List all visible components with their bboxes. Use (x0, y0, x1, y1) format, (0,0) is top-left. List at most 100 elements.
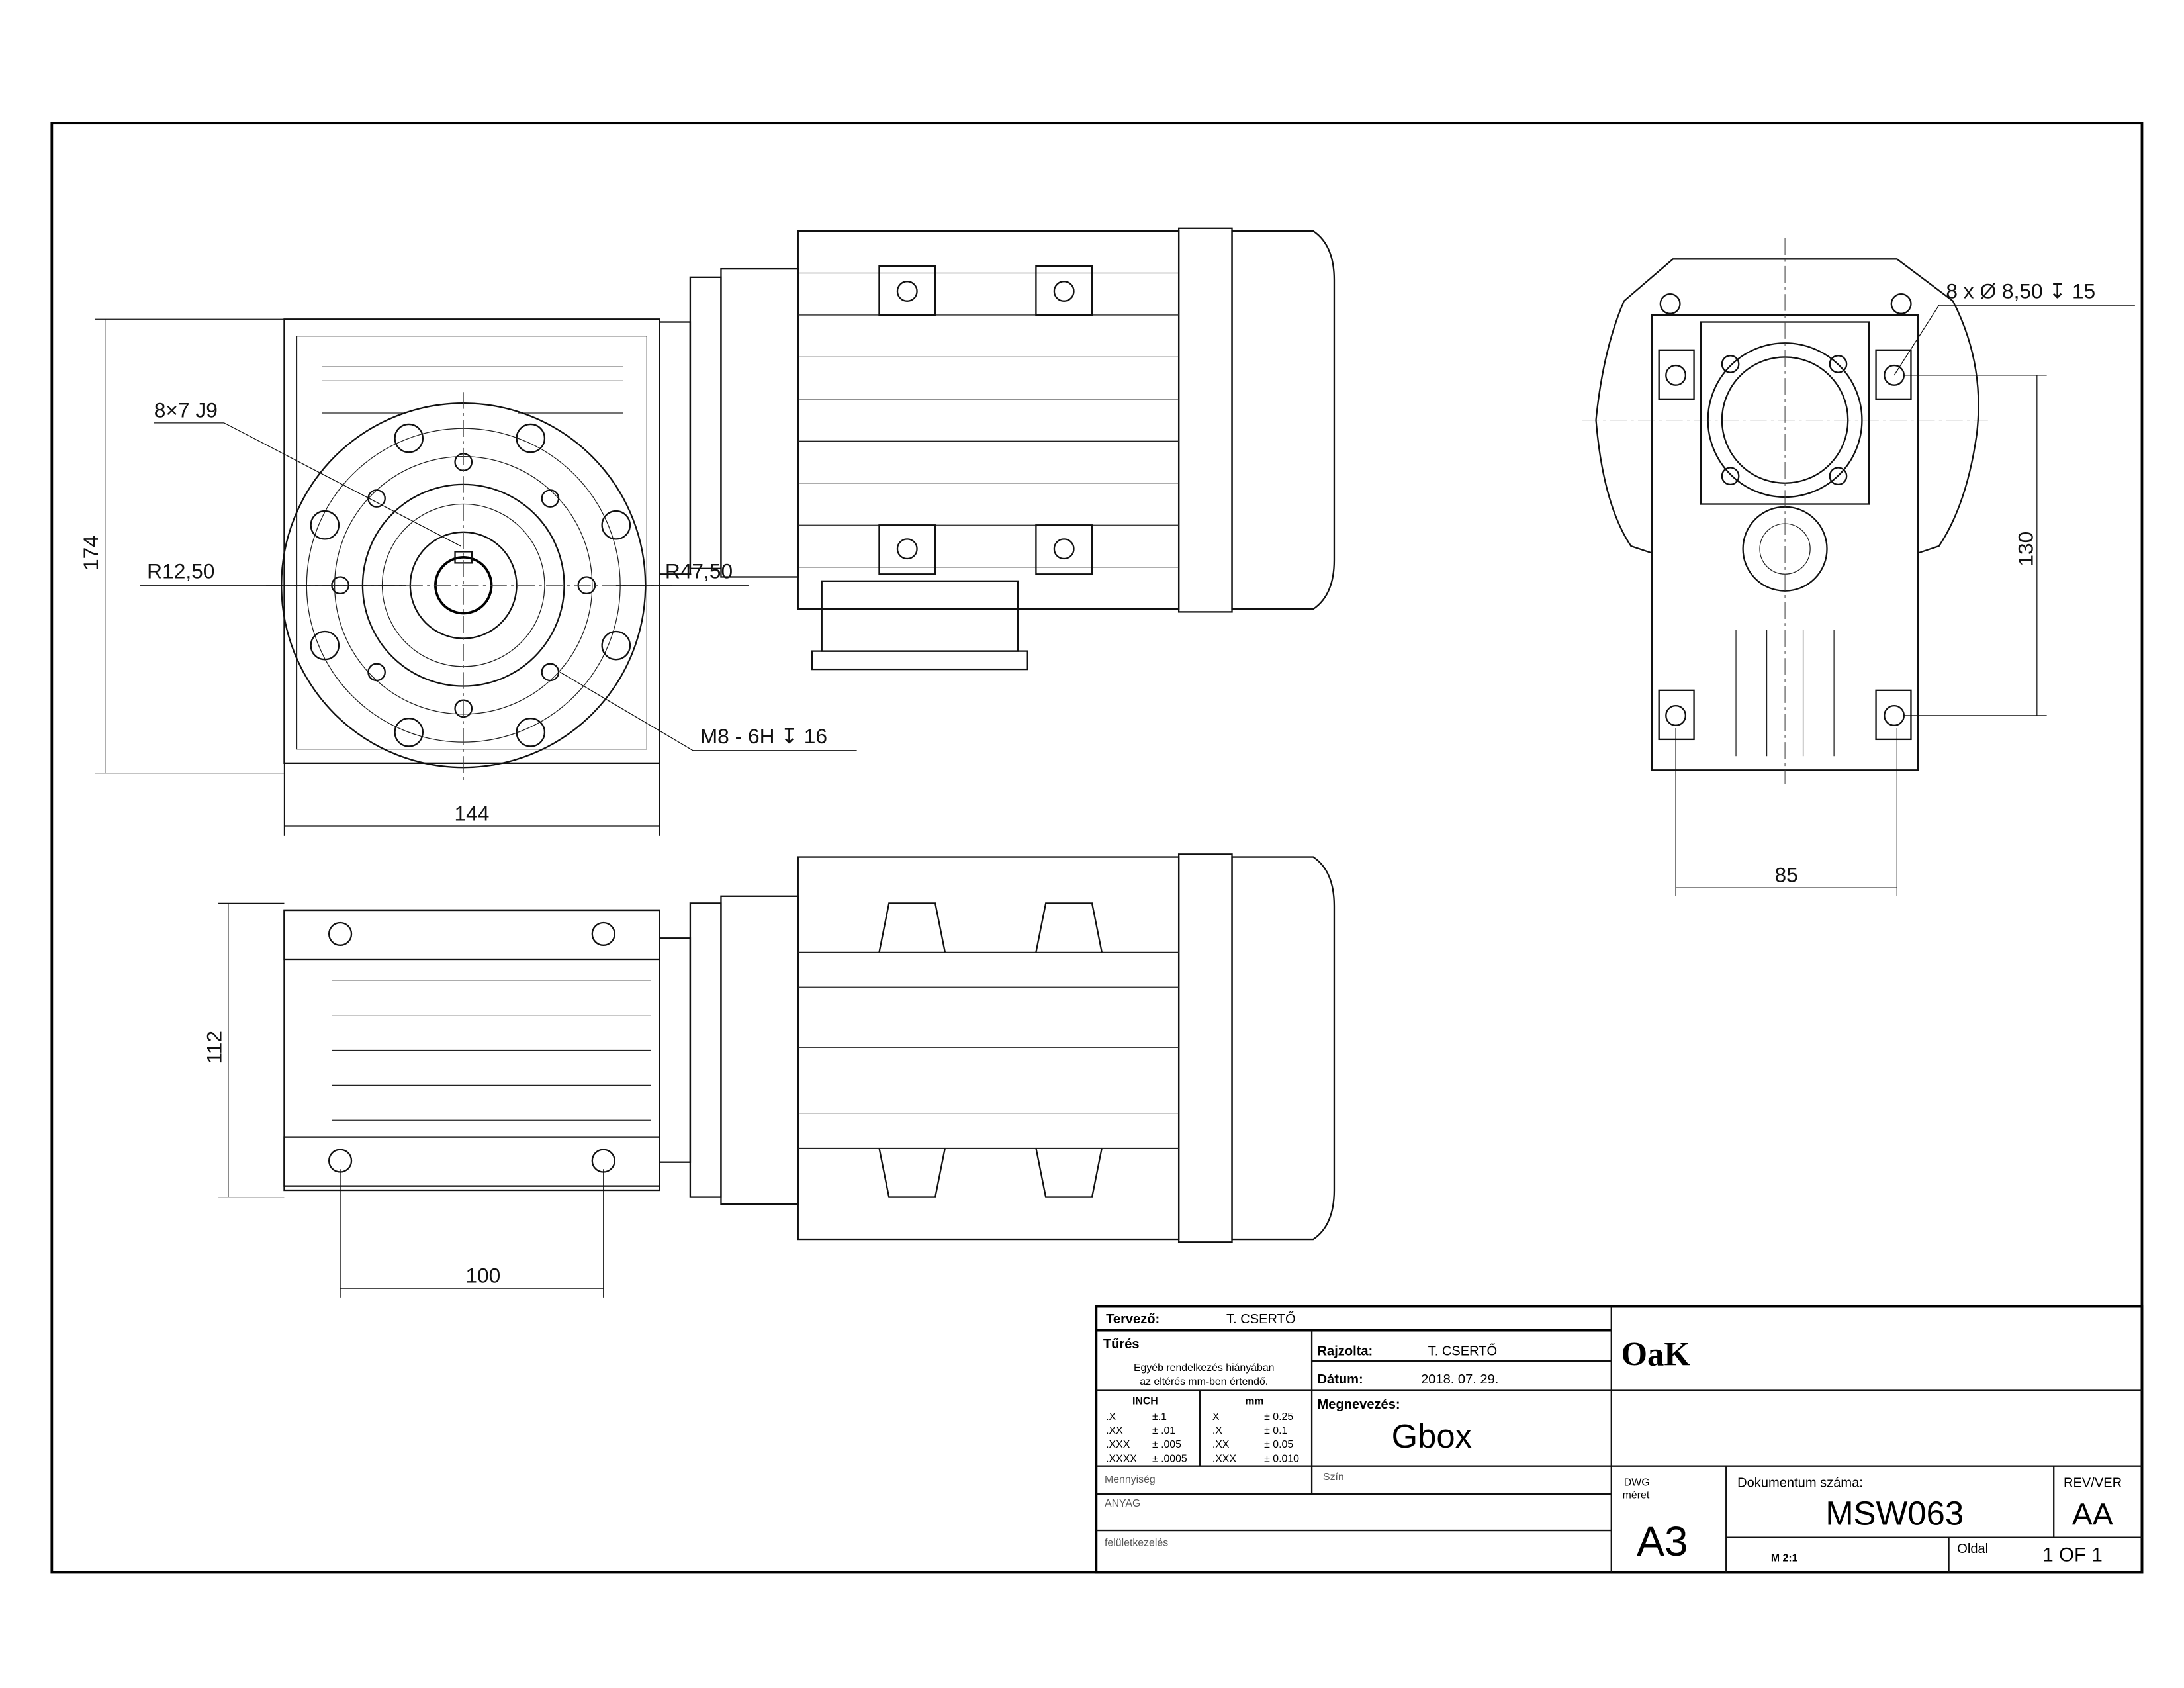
drawing-line (821, 580, 1019, 652)
drawing-line (1829, 467, 1848, 486)
company-logo: OaK (1621, 1335, 1691, 1372)
side-view (1582, 238, 1988, 784)
drawing-line (601, 510, 631, 540)
tolerance-cell: .XXX (1212, 1453, 1237, 1464)
drawing-line (1177, 853, 1233, 1243)
tolerance-cell: ±.1 (1152, 1411, 1167, 1423)
drawing-line (1829, 355, 1848, 373)
drawing-line (720, 895, 799, 1205)
drawn-by-label: Rajzolta: (1318, 1344, 1373, 1359)
drawing-line (896, 538, 918, 560)
drawing-line (659, 937, 692, 1163)
dim-side-holes: 8 x Ø 8,50 ↧ 15 (1946, 279, 2095, 303)
drawing-line (1035, 1148, 1103, 1198)
drawing-line (1595, 258, 1979, 771)
sheet: 1 OF 1 (2042, 1544, 2103, 1566)
drawing-line (601, 630, 631, 661)
tolerance-cell: ± .01 (1152, 1425, 1175, 1436)
inch-tolerance-table: .X±.1 .XX± .01 .XXX± .005 .XXXX± .0005 (1106, 1411, 1187, 1464)
drawing-line (1035, 524, 1093, 575)
dwg-size: A3 (1637, 1519, 1688, 1565)
drawing-line (310, 510, 340, 540)
rev: AA (2072, 1497, 2113, 1532)
tolerance-cell: ± 0.010 (1264, 1453, 1299, 1464)
front-view (265, 318, 672, 784)
part-name: Gbox (1392, 1417, 1472, 1455)
tolerance-cell: ± .005 (1152, 1439, 1181, 1450)
tolerance-cell: X (1212, 1411, 1220, 1423)
drawing-line (283, 318, 660, 765)
dim-keyway: 8×7 J9 (154, 398, 218, 422)
color-label: Szín (1323, 1472, 1344, 1483)
drawing-line (559, 671, 857, 751)
drawing-line (878, 265, 936, 316)
dim-inner-radius: R12,50 (147, 559, 214, 583)
drawing-line (1721, 467, 1740, 486)
doc-number: MSW063 (1825, 1495, 1964, 1532)
drawing-line (591, 1149, 615, 1173)
dim-bottom-height: 112 (202, 1031, 226, 1064)
tolerance-cell: ± 0.1 (1264, 1425, 1287, 1436)
drawing-line (1890, 293, 1912, 314)
dimensions: 174 144 8×7 J9 R12,50 R47,50 M8 - 6H ↧ 1… (79, 279, 2135, 1298)
tolerance-cell: .XXX (1106, 1439, 1130, 1450)
doc-number-label: Dokumentum száma: (1737, 1476, 1863, 1490)
tolerance-cell: .XX (1106, 1425, 1123, 1436)
designer: T. CSERTŐ (1226, 1311, 1296, 1327)
drawing-line (1658, 349, 1695, 400)
drawing-line (797, 856, 1180, 1241)
drawing-line (1875, 689, 1912, 741)
bottom-view (283, 853, 1336, 1243)
drawing-line (541, 663, 560, 682)
drawing-line (541, 489, 560, 508)
tolerance-cell: .X (1212, 1425, 1222, 1436)
dim-front-width: 144 (454, 802, 489, 825)
date-label: Dátum: (1318, 1372, 1363, 1387)
drawing-line (516, 717, 546, 747)
drawing-line (1659, 293, 1681, 314)
drawing-line (689, 902, 722, 1198)
dim-side-height: 130 (2013, 532, 2037, 567)
dim-outer-radius: R47,50 (665, 559, 733, 583)
inch-header: INCH (1132, 1396, 1158, 1407)
drawing-line (367, 663, 386, 682)
drawing-line (878, 524, 936, 575)
dim-front-height: 174 (79, 536, 103, 571)
sheet-label: Oldal (1957, 1542, 1988, 1556)
drawing-line (1035, 265, 1093, 316)
drawing-line (328, 1149, 353, 1173)
drawing-line (689, 276, 722, 569)
drawing-line (1231, 856, 1336, 1241)
tolerance-label: Tűrés (1103, 1337, 1140, 1352)
drawing-line (1893, 305, 2135, 376)
designer-label: Tervező: (1106, 1312, 1160, 1327)
mm-tolerance-table: X± 0.25 .X± 0.1 .XX± 0.05 .XXX± 0.010 (1212, 1411, 1299, 1464)
drawing-line (1721, 355, 1740, 373)
dim-bottom-width: 100 (465, 1264, 500, 1288)
drawing-line (394, 423, 424, 453)
drawing-line (1665, 704, 1687, 726)
material-label: ANYAG (1105, 1498, 1140, 1509)
tolerance-cell: ± 0.25 (1264, 1411, 1293, 1423)
drawing-line (811, 650, 1028, 671)
dwg-size-label-2: méret (1623, 1489, 1650, 1501)
tolerance-cell: .X (1106, 1411, 1116, 1423)
date: 2018. 07. 29. (1421, 1372, 1498, 1387)
drawing-line (296, 336, 647, 750)
drawn-by: T. CSERTŐ (1428, 1344, 1498, 1359)
drawing-line (310, 630, 340, 661)
drawing-line (1884, 364, 1905, 386)
drawing-line (1884, 704, 1905, 726)
drawing-line (1177, 227, 1233, 613)
surface-label: felületkezelés (1105, 1537, 1168, 1548)
quantity-label: Mennyiség (1105, 1474, 1156, 1485)
drawing-line (1658, 689, 1695, 741)
drawing-line (1053, 281, 1075, 302)
drawing-line (591, 921, 615, 946)
drawing-line (367, 489, 386, 508)
drawing-line (1095, 1305, 2144, 1574)
drawing-line (394, 717, 424, 747)
drawing-line (1035, 902, 1103, 953)
dwg-size-label: DWG (1624, 1477, 1650, 1488)
